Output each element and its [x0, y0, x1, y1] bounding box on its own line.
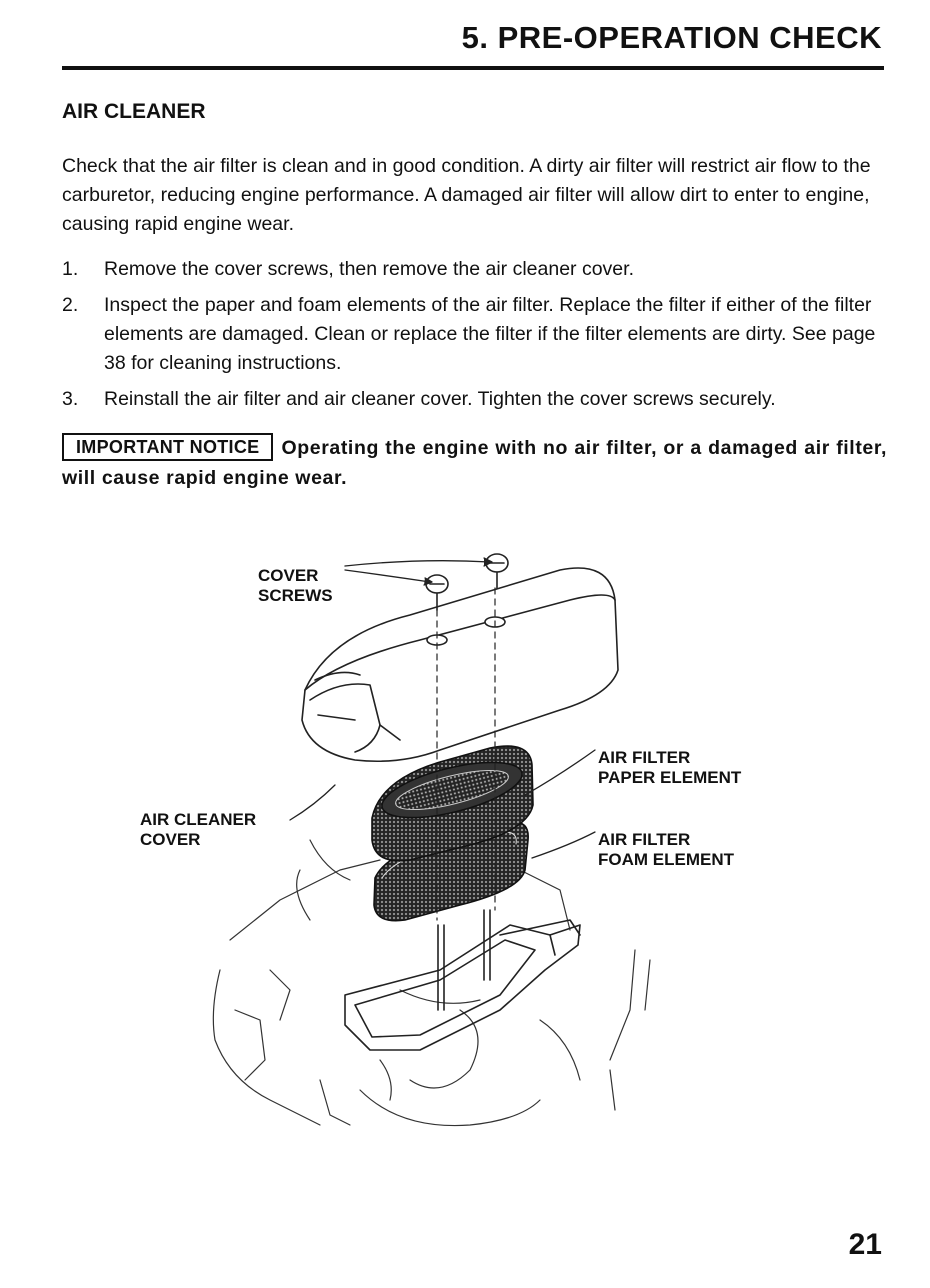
callout-paper-element: AIR FILTER PAPER ELEMENT — [598, 748, 742, 787]
steps-list: 1. Remove the cover screws, then remove … — [62, 255, 887, 421]
step-item: 1. Remove the cover screws, then remove … — [62, 255, 887, 284]
header-rule — [62, 66, 884, 70]
engine-outline — [212, 839, 651, 1127]
callout-air-cleaner-cover: AIR CLEANER COVER — [140, 810, 257, 849]
air-cleaner-illustration — [212, 553, 651, 1127]
step-text: Reinstall the air filter and air cleaner… — [104, 388, 776, 410]
step-text: Inspect the paper and foam elements of t… — [104, 294, 876, 374]
page-header-title: 5. PRE-OPERATION CHECK — [461, 20, 882, 55]
section-title: AIR CLEANER — [62, 100, 206, 123]
step-text: Remove the cover screws, then remove the… — [104, 258, 634, 280]
cover-shape — [301, 567, 619, 762]
important-notice-label: IMPORTANT NOTICE — [62, 433, 274, 461]
air-cleaner-diagram: COVER SCREWS AIR CLEANER COVER AIR FILTE… — [140, 540, 800, 1140]
leader-lines — [289, 557, 596, 859]
mounting-studs — [437, 909, 491, 1011]
callout-cover-screws: COVER SCREWS — [258, 566, 333, 605]
step-item: 3. Reinstall the air filter and air clea… — [62, 385, 887, 414]
cover-screws — [425, 553, 509, 646]
step-number: 1. — [62, 258, 79, 280]
callout-foam-element: AIR FILTER FOAM ELEMENT — [598, 830, 734, 869]
paper-element — [371, 745, 534, 862]
step-number: 3. — [62, 388, 79, 410]
air-cleaner-base — [344, 919, 581, 1051]
step-item: 2. Inspect the paper and foam elements o… — [62, 291, 887, 378]
intro-paragraph: Check that the air filter is clean and i… — [62, 155, 871, 235]
alignment-lines — [436, 587, 496, 921]
step-number: 2. — [62, 294, 79, 316]
page-number: 21 — [848, 1228, 882, 1261]
important-notice-text: Operating the engine with no air filter,… — [62, 437, 887, 489]
